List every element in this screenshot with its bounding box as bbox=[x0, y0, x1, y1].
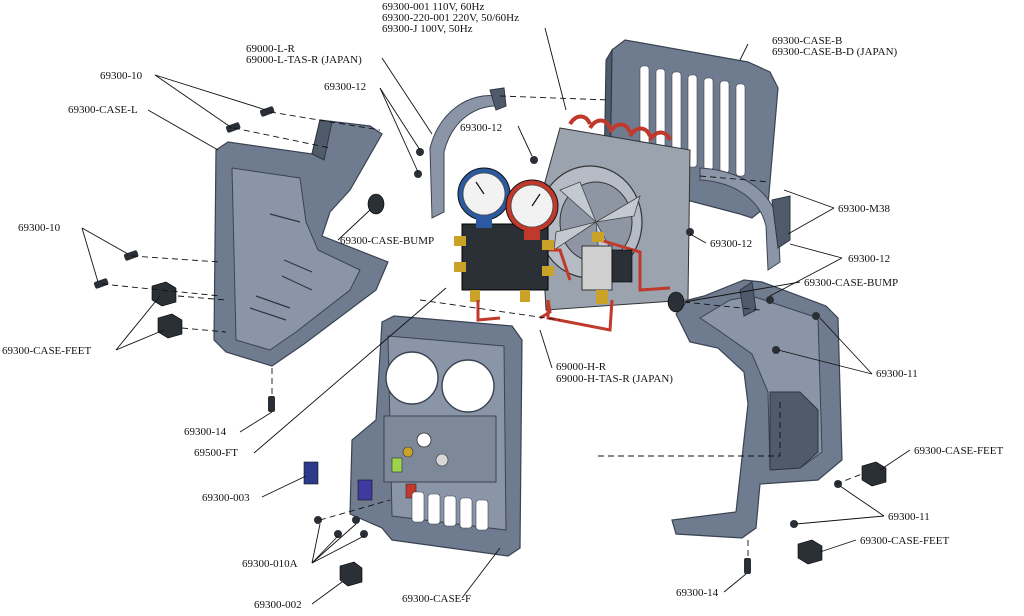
part-label: 69300-002 bbox=[254, 599, 302, 611]
part-label: 69300-10 bbox=[100, 70, 143, 82]
part-label: 69300-12 bbox=[710, 238, 752, 250]
high-pressure-gauge bbox=[505, 179, 559, 240]
part-label: 69300-14 bbox=[184, 426, 227, 438]
part-label: 69300-010A bbox=[242, 558, 298, 570]
loose-parts bbox=[93, 106, 887, 587]
part-label: 69500-FT bbox=[194, 447, 238, 459]
right-handle-strap bbox=[699, 167, 791, 271]
part-label: 69300-11 bbox=[876, 368, 918, 380]
part-label: 69000-H-TAS-R (JAPAN) bbox=[556, 373, 673, 385]
case-bumps bbox=[367, 193, 685, 313]
part-label: 69300-12 bbox=[460, 122, 502, 134]
part-label: 69300-CASE-F bbox=[402, 593, 471, 605]
gauge-manifold bbox=[454, 167, 559, 322]
part-label: 69300-CASE-B-D (JAPAN) bbox=[772, 46, 898, 58]
part-label: 69300-M38 bbox=[838, 203, 890, 215]
part-label: 69300-J 100V, 50Hz bbox=[382, 23, 473, 35]
assembly-lines bbox=[101, 95, 863, 560]
leader-lines bbox=[81, 27, 911, 605]
part-label: 69300-11 bbox=[888, 511, 930, 523]
part-label: 69300-220-001 220V, 50/60Hz bbox=[382, 12, 519, 24]
front-case-vents bbox=[411, 491, 489, 531]
low-pressure-gauge bbox=[457, 167, 511, 228]
part-labels: 69300-001 110V, 60Hz 69300-220-001 220V,… bbox=[2, 1, 1004, 611]
condenser-coils bbox=[568, 114, 672, 142]
gauge-openings bbox=[385, 351, 495, 413]
screws-group bbox=[93, 106, 842, 574]
part-label: 69300-001 110V, 60Hz bbox=[382, 1, 484, 13]
front-case bbox=[349, 315, 523, 557]
part-label: 69300-12 bbox=[848, 253, 890, 265]
left-case-ribs bbox=[249, 213, 313, 321]
right-case bbox=[671, 279, 843, 539]
left-handle-strap bbox=[429, 87, 507, 219]
part-label: 69300-CASE-FEET bbox=[914, 445, 1004, 457]
part-label: 69300-CASE-L bbox=[68, 104, 138, 116]
left-case bbox=[213, 119, 389, 367]
part-label: 69300-12 bbox=[324, 81, 366, 93]
part-label: 69000-L-TAS-R (JAPAN) bbox=[246, 54, 362, 66]
electrical-switches bbox=[303, 461, 373, 501]
part-label: 69300-CASE-FEET bbox=[2, 345, 92, 357]
part-label: 69300-CASE-FEET bbox=[860, 535, 950, 547]
part-label: 69300-10 bbox=[18, 222, 61, 234]
part-label: 69000-L-R bbox=[246, 43, 296, 55]
part-label: 69300-CASE-BUMP bbox=[804, 277, 898, 289]
part-label: 69300-14 bbox=[676, 587, 719, 599]
part-label: 69000-H-R bbox=[556, 361, 607, 373]
compressor-assembly bbox=[520, 114, 691, 332]
case-feet bbox=[151, 281, 887, 587]
part-label: 69300-003 bbox=[202, 492, 250, 504]
part-label: 69300-CASE-B bbox=[772, 35, 842, 47]
part-label: 69300-CASE-BUMP bbox=[340, 235, 434, 247]
